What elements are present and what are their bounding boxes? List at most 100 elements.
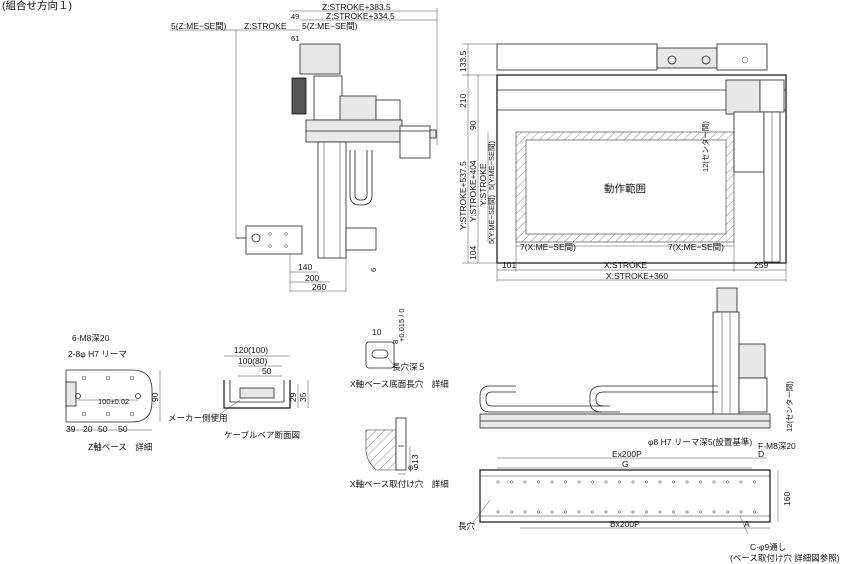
cable-dim-35: 35: [298, 392, 308, 402]
mount-hole: [658, 510, 662, 514]
motion-area-label: 動作範囲: [604, 182, 646, 195]
dim-101: 101: [502, 260, 516, 270]
mount-hole: [496, 510, 500, 514]
dim-104: 104: [468, 246, 478, 260]
mount-hole: [564, 510, 567, 514]
z-base-dim-100: 100±0.02: [98, 397, 129, 406]
mount-hole: [577, 480, 581, 484]
dim-y-404: Y:STROKE+404: [468, 160, 478, 222]
dim-140: 140: [298, 262, 312, 272]
x-base-holes: [496, 480, 756, 484]
x-base-m8: F-M8深20: [758, 441, 796, 451]
mount-hole: [753, 480, 756, 484]
mount-dim-9: φ9: [408, 462, 419, 472]
dim-y-stroke: Y:STROKE: [478, 163, 488, 206]
dim-y-plus: Y:STROKE+537.5: [458, 161, 468, 230]
z-base-dim-50b: 50: [118, 424, 128, 434]
slot-caption: X軸ベース底面長穴 詳細: [350, 379, 449, 389]
top-view: Z:STROKE+383.5 Z:STROKE+334.5 49 5(Z:ME−…: [170, 2, 438, 292]
slot-tolerance: +0.015 / 0: [397, 308, 406, 342]
side-view: 12(センター間): [479, 287, 794, 432]
mount-hole: [685, 480, 689, 484]
mount-hole: [672, 480, 675, 484]
mount-hole: [591, 480, 594, 484]
mount-hole: [537, 510, 540, 514]
mount-hole: [699, 510, 702, 514]
mount-hole: [645, 480, 648, 484]
xy-view: 動作範囲 133.5 210 90 Y:STROKE+537.5 Y:STROK…: [458, 43, 787, 282]
x-mount-detail: 13 φ9 X軸ベース取付け穴 詳細: [350, 417, 449, 489]
dim-260: 260: [312, 282, 326, 292]
z-base-dim-20: 20: [83, 424, 93, 434]
x-base-reamer: φ8 H7 リーマ深5(設置基準): [648, 437, 752, 447]
mount-hole: [672, 510, 675, 514]
z-base-dim-90: 90: [150, 392, 160, 402]
dim-x-stroke: X:STROKE: [604, 260, 647, 270]
dim-z-plus: Z:STROKE+334.5: [326, 11, 395, 21]
dim-z-me-se-left: 5(Z:ME−SE間): [171, 21, 227, 31]
z-base-m8: 6-M8深20: [72, 333, 110, 343]
x-base-dim-g: G: [622, 459, 629, 469]
dim-y-me-se-bot: 5(Y:ME−SE間): [487, 195, 496, 244]
cable-section: 120(100) 100(80) 50 29 35 メーカー側使用 ケーブルベア…: [168, 345, 309, 440]
z-base-detail: 6-M8深20 2-8φ H7 リーマ 100±0.02 90 39 20 50…: [65, 333, 161, 452]
dim-133: 133.5: [458, 50, 468, 72]
dim-210: 210: [458, 94, 468, 108]
mount-hole: [726, 480, 729, 484]
mount-hole: [753, 510, 756, 514]
dim-z-stroke: Z:STROKE: [244, 21, 287, 31]
mount-dim-13: 13: [410, 454, 420, 464]
mount-hole: [564, 480, 567, 484]
dim-90: 90: [468, 120, 478, 130]
x-base-holes-lower: [496, 510, 756, 514]
dim-z-total: Z:STROKE+383.5: [322, 2, 391, 12]
x-base-detail: φ8 H7 リーマ深5(設置基準) F-M8深20 Ex200P G D 160…: [458, 437, 840, 563]
center-line-label: 12(センター間): [701, 121, 710, 172]
page-title: (組合せ方向１): [2, 0, 72, 12]
z-base-dim-50a: 50: [98, 424, 108, 434]
z-base-caption: Z軸ベース 詳細: [88, 442, 152, 452]
mount-hole: [523, 510, 527, 514]
dim-49: 49: [291, 12, 299, 21]
mount-hole: [537, 480, 540, 484]
cable-dim-100: 100(80): [238, 356, 267, 366]
mount-hole: [645, 510, 648, 514]
slot-dim-8: 8: [391, 340, 400, 344]
dim-x-me-se-left: 7(X:ME−SE間): [520, 242, 576, 252]
x-base-dim-d: D: [758, 449, 764, 459]
dim-61: 61: [291, 34, 299, 43]
z-base-dim-39: 39: [66, 424, 76, 434]
mount-hole: [726, 510, 729, 514]
dim-259: 259: [754, 260, 768, 270]
mount-hole: [739, 510, 743, 514]
mount-hole: [699, 480, 702, 484]
x-base-slot-label: 長穴: [458, 521, 476, 531]
mount-hole: [712, 510, 716, 514]
mount-hole: [550, 480, 554, 484]
cable-dim-29: 29: [288, 392, 298, 402]
x-base-dim-e: Ex200P: [612, 449, 642, 459]
mount-caption: X軸ベース取付け穴 詳細: [350, 479, 449, 489]
cable-dim-120: 120(100): [234, 345, 268, 355]
mount-hole: [591, 510, 594, 514]
mount-hole: [496, 480, 500, 484]
cable-caption: ケーブルベア断面図: [224, 430, 300, 440]
x-base-dim-b: Bx200P: [610, 519, 640, 529]
slot-dim-10: 10: [372, 327, 382, 337]
mount-hole: [577, 510, 581, 514]
dim-200: 200: [305, 273, 319, 283]
dim-y-me-se-top: 5(Y:ME−SE間): [487, 141, 496, 190]
mount-hole: [618, 480, 621, 484]
x-slot-detail: 10 8 +0.015 / 0 長穴深５ X軸ベース底面長穴 詳細: [350, 308, 449, 389]
mount-hole: [523, 480, 527, 484]
mount-hole: [604, 510, 608, 514]
x-base-dim-160: 160: [782, 492, 792, 506]
cable-maker-note: メーカー側使用: [168, 413, 228, 423]
mount-hole: [604, 480, 608, 484]
mount-hole: [712, 480, 716, 484]
cable-dim-50: 50: [262, 366, 272, 376]
mount-hole: [658, 480, 662, 484]
dim-x-me-se-right: 7(X:ME−SE間): [668, 242, 724, 252]
side-center-line: 12(センター間): [785, 381, 794, 432]
